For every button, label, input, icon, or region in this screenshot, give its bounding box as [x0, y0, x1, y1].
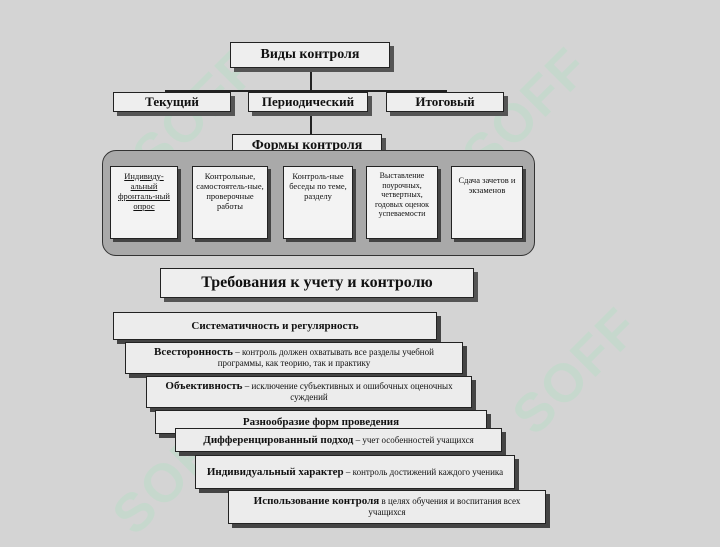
- form-card-text: Индивиду-альный фронталь-ный опрос: [118, 171, 170, 211]
- requirement-term: Индивидуальный характер: [206, 465, 344, 478]
- diagram-title: Виды контроля: [230, 42, 390, 68]
- requirement-item: Всесторонность – контроль должен охватыв…: [125, 342, 463, 374]
- control-type-current: Текущий: [113, 92, 231, 112]
- requirement-term: Разнообразие форм проведения: [242, 415, 400, 428]
- form-card-text: Контроль-ные беседы по теме, разделу: [289, 171, 347, 201]
- requirement-desc: в целях обучения и воспитания всех учащи…: [368, 496, 521, 517]
- requirements-title: Требования к учету и контролю: [160, 268, 474, 298]
- form-card-grades: Выставление поурочных, четвертных, годов…: [366, 166, 438, 239]
- connector-line: [445, 90, 447, 93]
- form-card-text: Выставление поурочных, четвертных, годов…: [374, 171, 430, 218]
- control-type-final: Итоговый: [386, 92, 504, 112]
- requirement-desc: – контроль достижений каждого ученика: [345, 466, 504, 477]
- connector-line: [165, 90, 446, 92]
- requirement-desc: – учет особенностей учащихся: [355, 434, 474, 445]
- requirement-item: Индивидуальный характер – контроль дости…: [195, 455, 515, 489]
- requirement-desc: – исключение субъективных и ошибочных оц…: [244, 381, 453, 402]
- connector-line: [310, 68, 312, 92]
- requirement-item: Использование контроля в целях обучения …: [228, 490, 546, 524]
- requirement-item: Систематичность и регулярность: [113, 312, 437, 340]
- form-card-talks: Контроль-ные беседы по теме, разделу: [283, 166, 353, 239]
- form-card-exams: Сдача зачетов и экзаменов: [451, 166, 523, 239]
- watermark-logo: SOFF: [501, 296, 651, 446]
- form-card-text: Контрольные, самостоятель-ные, проверочн…: [196, 171, 264, 211]
- requirement-term: Использование контроля: [253, 495, 380, 507]
- connector-line: [310, 112, 312, 134]
- form-card-oral-survey: Индивиду-альный фронталь-ный опрос: [110, 166, 178, 239]
- requirement-term: Систематичность и регулярность: [191, 319, 359, 332]
- requirement-term: Всесторонность: [154, 346, 233, 358]
- form-card-text: Сдача зачетов и экзаменов: [458, 175, 516, 195]
- requirement-term: Дифференцированный подход: [203, 433, 354, 446]
- requirement-desc: – контроль должен охватывать все разделы…: [217, 347, 434, 368]
- requirement-item: Дифференцированный подход – учет особенн…: [175, 428, 502, 452]
- form-card-tests: Контрольные, самостоятель-ные, проверочн…: [192, 166, 268, 239]
- requirement-term: Объективность: [165, 380, 243, 392]
- requirement-item: Объективность – исключение субъективных …: [146, 376, 472, 408]
- connector-line: [165, 90, 167, 93]
- control-type-periodic: Периодический: [248, 92, 368, 112]
